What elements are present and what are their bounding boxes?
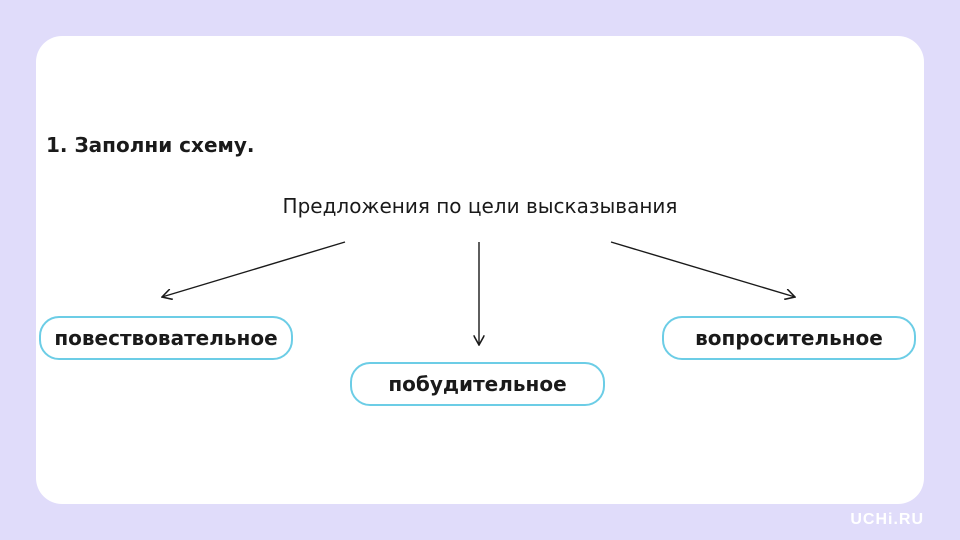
answer-box-imperative[interactable]: побудительное: [350, 362, 605, 406]
uchi-logo: UCHi.RU: [850, 511, 924, 528]
diagram-root-label: Предложения по цели высказывания: [282, 194, 678, 218]
content-card: [36, 36, 924, 504]
task-title: 1. Заполни схему.: [46, 133, 255, 157]
answer-box-declarative[interactable]: повествовательное: [39, 316, 293, 360]
answer-box-interrogative[interactable]: вопросительное: [662, 316, 916, 360]
